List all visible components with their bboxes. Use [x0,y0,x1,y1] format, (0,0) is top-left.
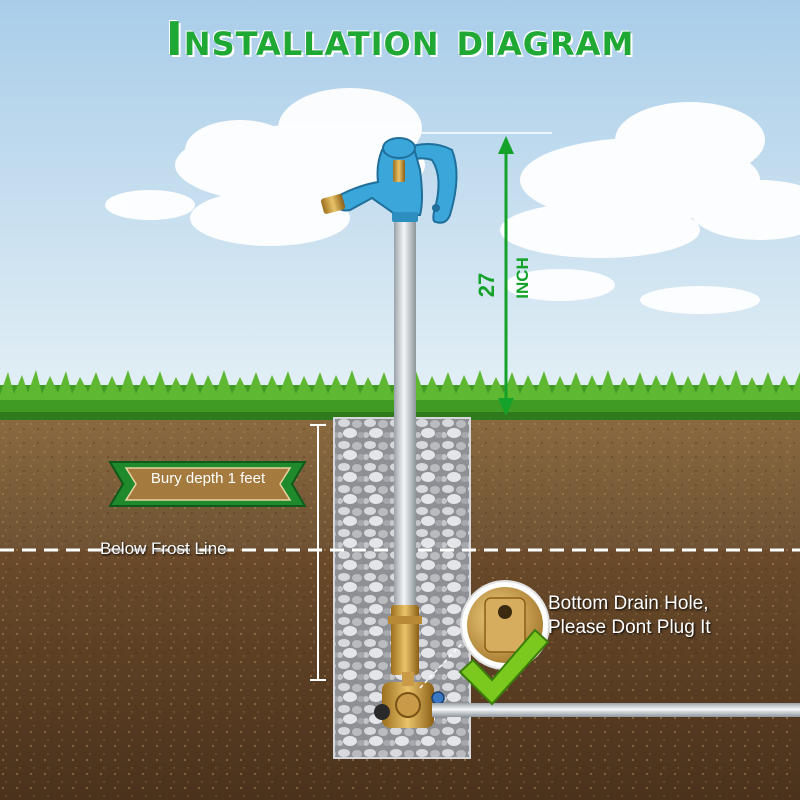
brass-coupling [391,605,419,675]
drain-note-line2: Please Dont Plug It [548,617,711,638]
drain-note-line1: Bottom Drain Hole, [548,593,709,614]
supply-pipe [432,703,800,717]
frost-line-label: Below Frost Line [100,539,227,558]
bury-depth-bracket [310,424,326,681]
standpipe [394,205,416,620]
pump-head [320,137,458,224]
bury-depth-banner [108,461,307,507]
checkmark-icon [458,628,550,706]
bury-depth-label: Bury depth 1 feet [150,470,266,487]
valve-assembly [374,672,445,728]
height-dimension-unit: INCH [512,257,532,299]
diagram-title: Installation diagram [165,12,635,66]
height-dimension-arrow [412,132,552,416]
drain-hole-note: Bottom Drain Hole, Please Dont Plug It [548,592,711,640]
height-dimension-value: 27 [474,272,500,298]
